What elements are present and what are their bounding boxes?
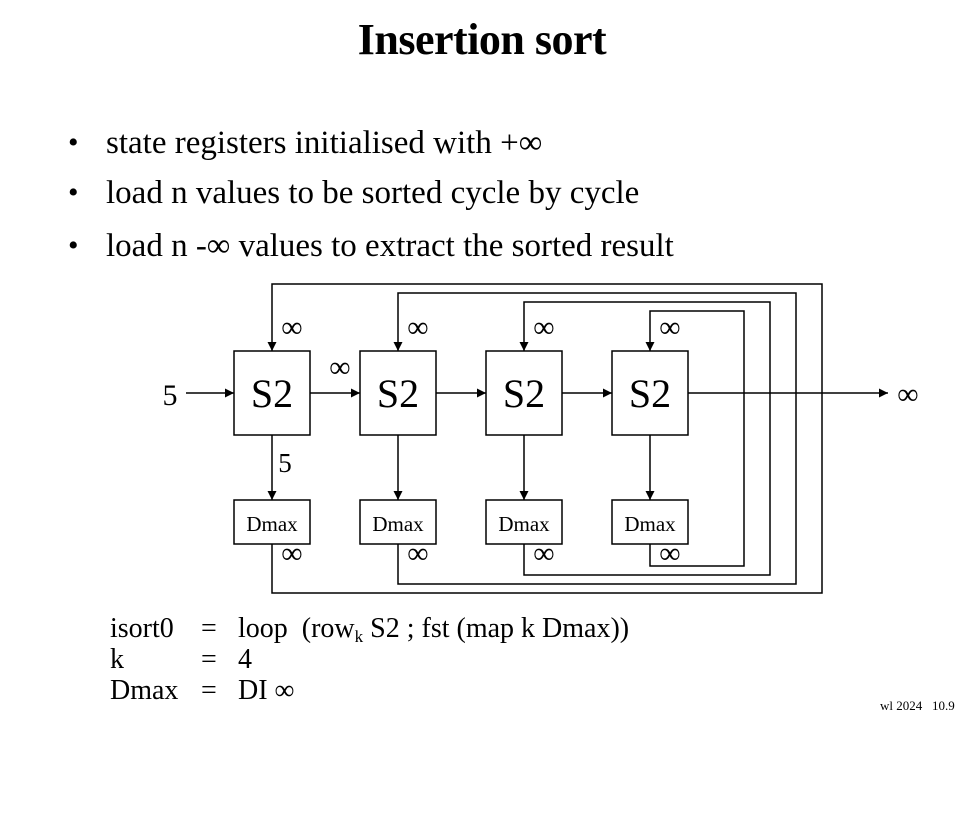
bullet-icon: • [68,229,79,262]
code-lhs: isort0 [110,613,174,644]
bullet-text: state registers initialised with +∞ [106,125,543,161]
sorter-block [233,350,311,436]
bullet-item: • load n values to be sorted cycle by cyc… [68,168,674,218]
dmax-label: Dmax [246,512,298,536]
dmax-register [233,499,311,545]
output-value-label: ∞ [897,378,918,411]
sorter-block [485,350,563,436]
dmax-label: Dmax [624,512,676,536]
code-equals: = [201,644,217,675]
sorter-label: S2 [251,371,293,416]
input-value-label: 5 [163,379,178,412]
register-init-label: ∞ [533,537,554,570]
dmax-register [611,499,689,545]
code-lhs: Dmax [110,675,179,706]
code-equals: = [201,613,217,644]
code-lhs: k [110,644,124,675]
code-subscript: k [354,627,364,646]
feedback-loop-wire [519,301,771,576]
code-rhs: 4 [238,644,252,675]
bullet-text: load n -∞ values to extract the sorted r… [106,228,674,264]
dmax-register [485,499,563,545]
bullet-item: • state registers initialised with +∞ [68,118,674,168]
code-line-isort0: isort0 = loop (rowk S2 ; fst (map k Dmax… [110,613,629,646]
bullet-item: • load n -∞ values to extract the sorted … [68,221,674,271]
bullet-icon: • [68,126,79,159]
code-line-k: k = 4 [110,644,252,675]
dmax-register [359,499,437,545]
code-rhs: loop (rowk S2 ; fst (map k Dmax)) [238,613,629,652]
bullet-list: • state registers initialised with +∞ • lo… [68,118,674,271]
first-down-value-label: 5 [278,448,292,478]
slide-title: Insertion sort [357,15,607,64]
state-init-label: ∞ [659,311,680,344]
feedback-loop-wire [393,292,797,585]
code-rhs-post: S2 ; fst (map k Dmax)) [363,613,630,644]
sorter-label: S2 [377,371,419,416]
code-block: isort0 = loop (rowk S2 ; fst (map k Dmax… [110,613,629,706]
sorter-block [611,350,689,436]
bullet-icon: • [68,176,79,209]
register-init-label: ∞ [281,537,302,570]
register-init-label: ∞ [659,537,680,570]
sorter-label: S2 [629,371,671,416]
code-rhs-pre: loop (row [238,613,355,644]
feedback-loop-wire [645,310,745,567]
bullet-text: load n values to be sorted cycle by cycl… [106,175,640,211]
sorter-block [359,350,437,436]
register-init-label: ∞ [407,537,428,570]
state-init-label: ∞ [407,311,428,344]
state-init-label: ∞ [281,311,302,344]
dmax-label: Dmax [372,512,424,536]
code-rhs: DI ∞ [238,675,295,706]
sorter-label: S2 [503,371,545,416]
feedback-loop-wire [267,283,823,594]
dmax-label: Dmax [498,512,550,536]
code-equals: = [201,675,217,706]
link-value-label: ∞ [329,351,350,384]
state-init-label: ∞ [533,311,554,344]
slide-footer: wl 2024 10.9 [880,698,955,713]
code-line-dmax: Dmax = DI ∞ [110,675,295,706]
